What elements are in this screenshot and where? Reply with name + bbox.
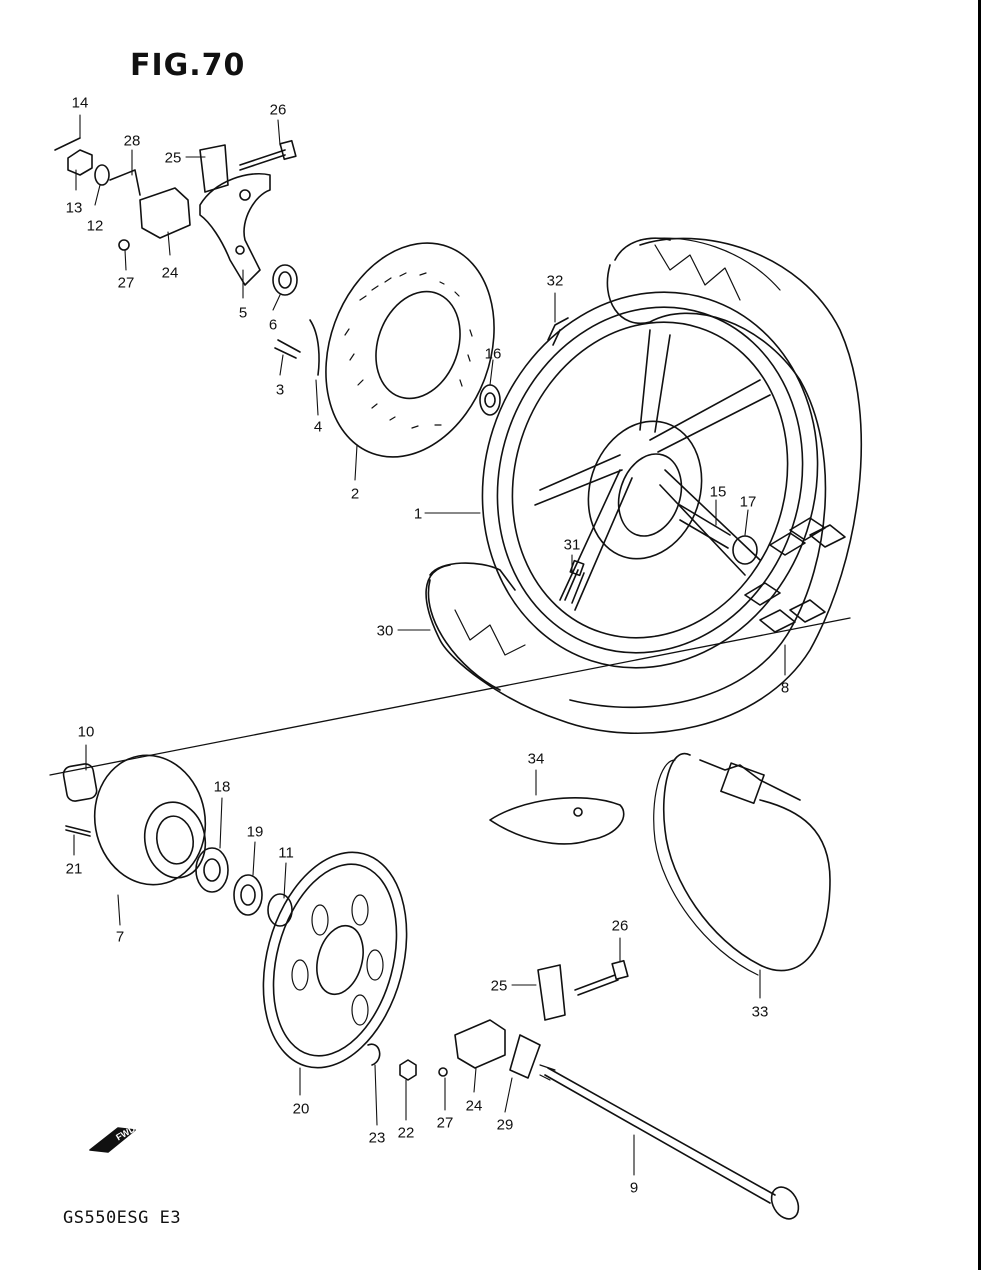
callout-14: 14 (71, 94, 89, 112)
bolt-3 (274, 339, 301, 359)
rear-sprocket (262, 851, 408, 1069)
drive-chain (653, 752, 831, 976)
callout-3: 3 (275, 381, 285, 399)
callout-18: 18 (213, 778, 231, 796)
rear-tire (425, 237, 863, 735)
bolt-26-lower (574, 959, 629, 996)
hub-damper (744, 517, 846, 633)
callout-16: 16 (484, 345, 502, 363)
spacer-11 (267, 893, 293, 927)
lock-washer-4 (309, 319, 320, 376)
hub-separation-line-upper (49, 617, 851, 776)
callout-32: 32 (546, 272, 564, 290)
callout-6: 6 (268, 316, 278, 334)
callout-9: 9 (629, 1179, 639, 1197)
rear-axle (539, 1064, 800, 1220)
callout-26-upper: 26 (269, 101, 287, 119)
sprocket-hub (93, 754, 207, 886)
page-border (978, 0, 981, 1270)
callout-8: 8 (780, 679, 790, 697)
plate-25-lower (537, 964, 566, 1021)
callout-15: 15 (709, 483, 727, 501)
callout-28: 28 (123, 132, 141, 150)
bolt-21 (65, 825, 91, 837)
callout-33: 33 (751, 1003, 769, 1021)
oil-seal-19 (233, 874, 263, 916)
callout-20: 20 (292, 1100, 310, 1118)
spacer-6 (272, 264, 298, 296)
callout-25-upper: 25 (164, 149, 182, 167)
callout-31: 31 (563, 536, 581, 554)
axle-nut-group (54, 137, 130, 251)
callout-11: 11 (278, 844, 294, 862)
callout-22: 22 (397, 1124, 415, 1142)
callout-23: 23 (368, 1129, 386, 1147)
wheel-bearing (479, 384, 501, 416)
callout-24-lower: 24 (465, 1097, 483, 1115)
callout-12: 12 (86, 217, 104, 235)
rear-wheel-rim (481, 291, 819, 669)
leader-lines (73, 114, 786, 1176)
callout-5: 5 (238, 304, 248, 322)
fwd-label: FWD (114, 1123, 137, 1142)
callout-26-lower: 26 (611, 917, 629, 935)
lock-washer-23 (367, 1043, 381, 1066)
callout-24-upper: 24 (161, 264, 179, 282)
fwd-arrow-icon: FWD (89, 1123, 137, 1153)
callout-17: 17 (739, 493, 757, 511)
callout-13: 13 (65, 199, 83, 217)
callout-34: 34 (527, 750, 545, 768)
callout-1: 1 (413, 505, 423, 523)
caliper-bracket (199, 173, 271, 286)
callout-21: 21 (65, 860, 83, 878)
spacer-10 (62, 763, 98, 802)
brake-disc (325, 242, 495, 458)
valve-cap (547, 317, 569, 346)
chain-case-piece (489, 796, 625, 845)
callout-10: 10 (77, 723, 95, 741)
callout-4: 4 (313, 418, 323, 436)
callout-25-lower: 25 (490, 977, 508, 995)
callout-27-lower: 27 (436, 1114, 454, 1132)
plate-25-upper (199, 144, 229, 193)
nut-22 (399, 1059, 417, 1081)
chain-adjuster-right (438, 1019, 541, 1079)
callout-2: 2 (350, 485, 360, 503)
chain-adjuster-left (109, 169, 191, 239)
figure-title: FIG.70 (130, 48, 246, 83)
callout-7: 7 (115, 928, 125, 946)
bolt-26-upper (239, 139, 297, 171)
callout-19: 19 (246, 823, 264, 841)
callout-30: 30 (376, 622, 394, 640)
model-code: GS550ESG E3 (63, 1208, 182, 1228)
bearing-18 (195, 847, 229, 893)
callout-27-upper: 27 (117, 274, 135, 292)
callout-29: 29 (496, 1116, 514, 1134)
